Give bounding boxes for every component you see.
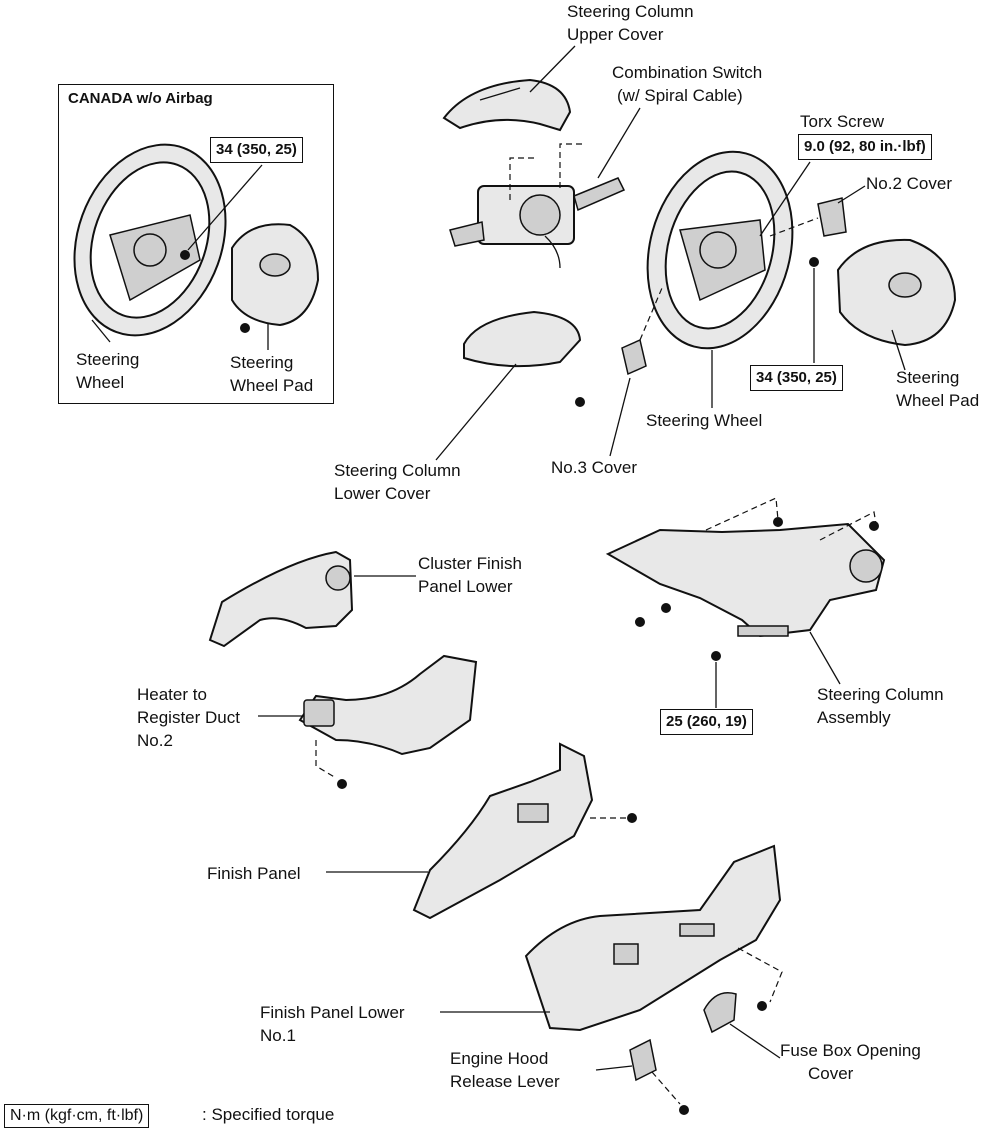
combination-switch-label-1: Combination Switch [612, 63, 763, 82]
finish-panel [412, 742, 637, 920]
no3-cover-label: No.3 Cover [551, 458, 637, 477]
inset-wheel-pad-label-1: Steering [230, 353, 294, 372]
steering-wheel [646, 150, 794, 350]
inset-wheel-pad-label-2: Wheel Pad [230, 376, 314, 395]
fuse-box-cover-label-2: Cover [808, 1064, 854, 1083]
lower-cover-label-2: Lower Cover [334, 484, 431, 503]
inset-steering-wheel-pad [231, 223, 320, 333]
column-assembly-label-2: Assembly [817, 708, 891, 727]
cluster-finish-label-1: Cluster Finish [418, 554, 522, 573]
column-assembly-label-1: Steering Column [817, 685, 944, 704]
upper-cover-label-2: Upper Cover [567, 25, 664, 44]
combination-switch-label-2: (w/ Spiral Cable) [617, 86, 743, 105]
no3-cover [621, 338, 647, 376]
heater-to-register-duct [298, 654, 478, 756]
steering-wheel-label: Steering Wheel [646, 411, 763, 430]
hood-release-label-2: Release Lever [450, 1072, 560, 1091]
lower-cover-label-1: Steering Column [334, 461, 461, 480]
legend-text: : Specified torque [202, 1105, 335, 1124]
column-torque-spec: 25 (260, 19) [660, 709, 753, 735]
combination-switch [449, 177, 626, 269]
fuse-box-cover-label-1: Fuse Box Opening [780, 1041, 921, 1060]
no2-cover [817, 197, 847, 237]
cluster-finish-panel-lower [208, 550, 354, 648]
inset-steering-wheel-label-2: Wheel [76, 373, 125, 392]
finish-panel-lower-label-2: No.1 [260, 1026, 296, 1045]
cluster-finish-label-2: Panel Lower [418, 577, 513, 596]
fuse-box-opening-cover [703, 992, 737, 1034]
upper-cover-label-1: Steering Column [567, 2, 694, 21]
no2-cover-label: No.2 Cover [866, 174, 952, 193]
inset-frame [58, 84, 334, 404]
inset-torque-spec: 34 (350, 25) [210, 137, 303, 163]
steering-column-upper-cover [442, 78, 572, 132]
inset-steering-wheel-label-1: Steering [76, 350, 140, 369]
steering-column-assembly [605, 522, 886, 638]
torx-torque-spec: 9.0 (92, 80 in.·lbf) [798, 134, 932, 160]
finish-panel-lower-no1 [524, 844, 782, 1032]
steering-wheel-pad-label-1: Steering [896, 368, 960, 387]
heater-duct-label-1: Heater to [137, 685, 207, 704]
inset-steering-wheel [73, 143, 227, 337]
inset-title: CANADA w/o Airbag [68, 90, 213, 107]
wheel-torque-spec: 34 (350, 25) [750, 365, 843, 391]
finish-panel-label: Finish Panel [207, 864, 301, 883]
steering-wheel-pad-label-2: Wheel Pad [896, 391, 980, 410]
torx-screw-label: Torx Screw [800, 112, 885, 131]
heater-duct-label-3: No.2 [137, 731, 173, 750]
steering-wheel-pad [836, 238, 957, 347]
heater-duct-label-2: Register Duct [137, 708, 240, 727]
hood-release-label-1: Engine Hood [450, 1049, 549, 1068]
engine-hood-release-lever [629, 1038, 689, 1115]
finish-panel-lower-label-1: Finish Panel Lower [260, 1003, 405, 1022]
legend-unit-box: N·m (kgf·cm, ft·lbf) [4, 1104, 150, 1128]
steering-column-lower-cover [463, 310, 585, 407]
